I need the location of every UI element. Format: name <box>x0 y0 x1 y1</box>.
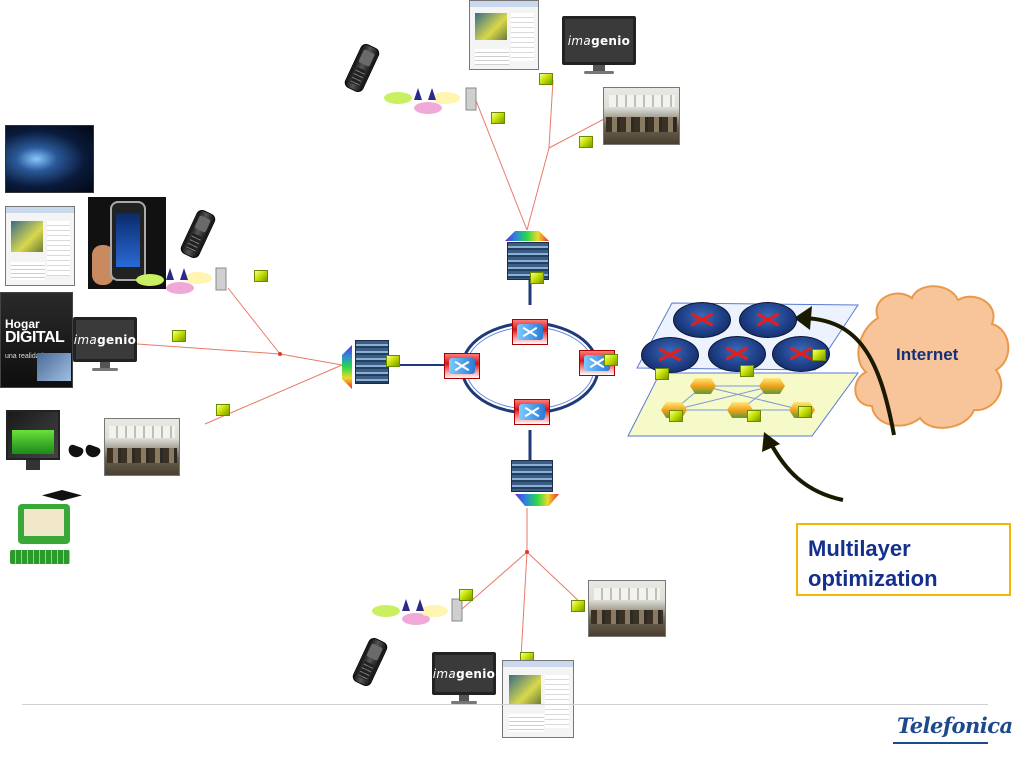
imagenio-logo: imagenio <box>567 33 631 48</box>
graduation-cap-icon <box>8 488 84 570</box>
optical-node-icon <box>727 402 753 418</box>
green-square <box>539 73 553 85</box>
wdm-splitter-icon <box>342 345 352 389</box>
3d-tv-icon <box>6 410 60 472</box>
green-square <box>579 136 593 148</box>
office-photo-icon <box>588 580 666 637</box>
green-square <box>812 349 826 361</box>
green-square <box>740 365 754 377</box>
switch-icon <box>512 319 548 345</box>
logo-underline <box>893 742 988 744</box>
green-square <box>254 270 268 282</box>
optical-node-icon <box>759 378 785 394</box>
office-photo-icon <box>104 418 180 476</box>
green-square <box>386 355 400 367</box>
web-page-icon <box>502 660 574 738</box>
green-square <box>604 354 618 366</box>
3d-glasses-icon <box>68 446 102 464</box>
green-square <box>798 406 812 418</box>
wdm-splitter-icon <box>505 231 549 241</box>
access-splitter-left <box>136 267 227 294</box>
hogar-digital-poster: Hogar DIGITAL una realidad <box>0 292 73 388</box>
router-icon <box>708 336 766 372</box>
optical-rack <box>511 460 553 492</box>
office-photo-icon <box>603 87 680 145</box>
web-page-icon <box>5 206 75 286</box>
router-icon <box>641 337 699 373</box>
green-square <box>571 600 585 612</box>
green-square <box>216 404 230 416</box>
tv-icon: imagenio <box>562 16 636 74</box>
tv-icon: imagenio <box>432 652 496 704</box>
footer-divider <box>22 704 988 705</box>
green-square <box>530 272 544 284</box>
green-square <box>172 330 186 342</box>
hologram-photo-icon <box>5 125 94 193</box>
router-icon <box>673 302 731 338</box>
imagenio-logo: imagenio <box>73 332 137 347</box>
internet-label: Internet <box>896 345 959 364</box>
imagenio-logo: imagenio <box>432 666 496 681</box>
green-square <box>459 589 473 601</box>
optical-node-icon <box>690 378 716 394</box>
green-square <box>655 368 669 380</box>
web-page-icon <box>469 0 539 70</box>
green-square <box>747 410 761 422</box>
wdm-splitter-icon <box>515 494 559 506</box>
iphone-photo-icon <box>88 197 166 289</box>
switch-icon <box>514 399 550 425</box>
router-icon <box>772 336 830 372</box>
optical-rack <box>355 340 389 384</box>
access-splitter-bottom <box>372 598 463 625</box>
switch-icon <box>444 353 480 379</box>
telefonica-logo: Telefonica <box>897 713 1013 738</box>
access-splitter-top <box>384 87 477 114</box>
green-square <box>669 410 683 422</box>
router-icon <box>739 302 797 338</box>
green-square <box>491 112 505 124</box>
multilayer-optimization-box: Multilayer optimization <box>796 523 1011 596</box>
multilayer-line1: Multilayer <box>808 536 911 561</box>
tv-icon: imagenio <box>73 317 137 371</box>
multilayer-line2: optimization <box>808 566 938 591</box>
